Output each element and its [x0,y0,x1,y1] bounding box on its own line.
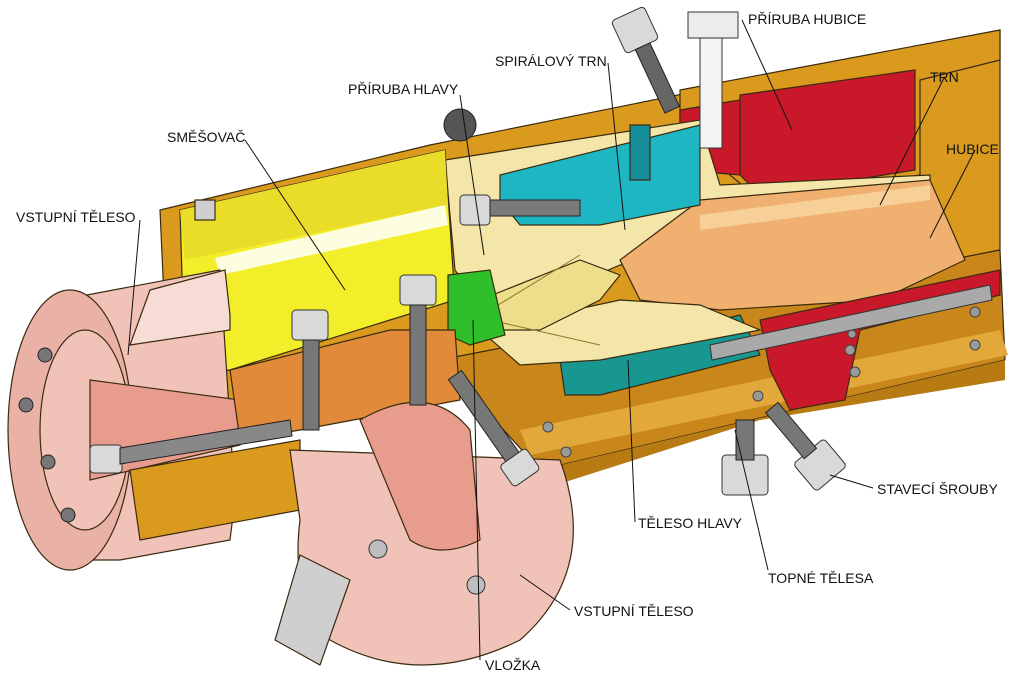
bottom-nozzle [274,554,351,666]
leader-lines [127,19,976,661]
label-vstupni-teleso-bottom: VSTUPNÍ TĚLESO [574,603,694,619]
label-stavaci-srouby: STAVECÍ ŠROUBY [877,481,999,497]
screws [89,6,993,496]
label-priruba-hubice: PŘÍRUBA HUBICE [748,11,866,27]
band-screws [542,306,981,458]
label-vstupni-teleso-left: VSTUPNÍ TĚLESO [16,209,136,225]
label-hubice: HUBICE [946,141,999,157]
label-topne-telesa: TOPNÉ TĚLESA [768,570,874,586]
vlozka-part [447,269,506,346]
label-teleso-hlavy: TĚLESO HLAVY [638,515,743,531]
label-priruba-hlavy: PŘÍRUBA HLAVY [348,81,459,97]
vstupni-teleso-bottom-part [289,401,574,666]
label-trn: TRN [930,69,959,85]
label-vlozka: VLOŽKA [485,657,541,673]
labels: PŘÍRUBA HUBICE SPIRÁLOVÝ TRN TRN PŘÍRUBA… [16,11,999,673]
label-spiralovy-trn: SPIRÁLOVÝ TRN [495,53,607,69]
label-smesovac: SMĚŠOVAČ [167,129,245,145]
